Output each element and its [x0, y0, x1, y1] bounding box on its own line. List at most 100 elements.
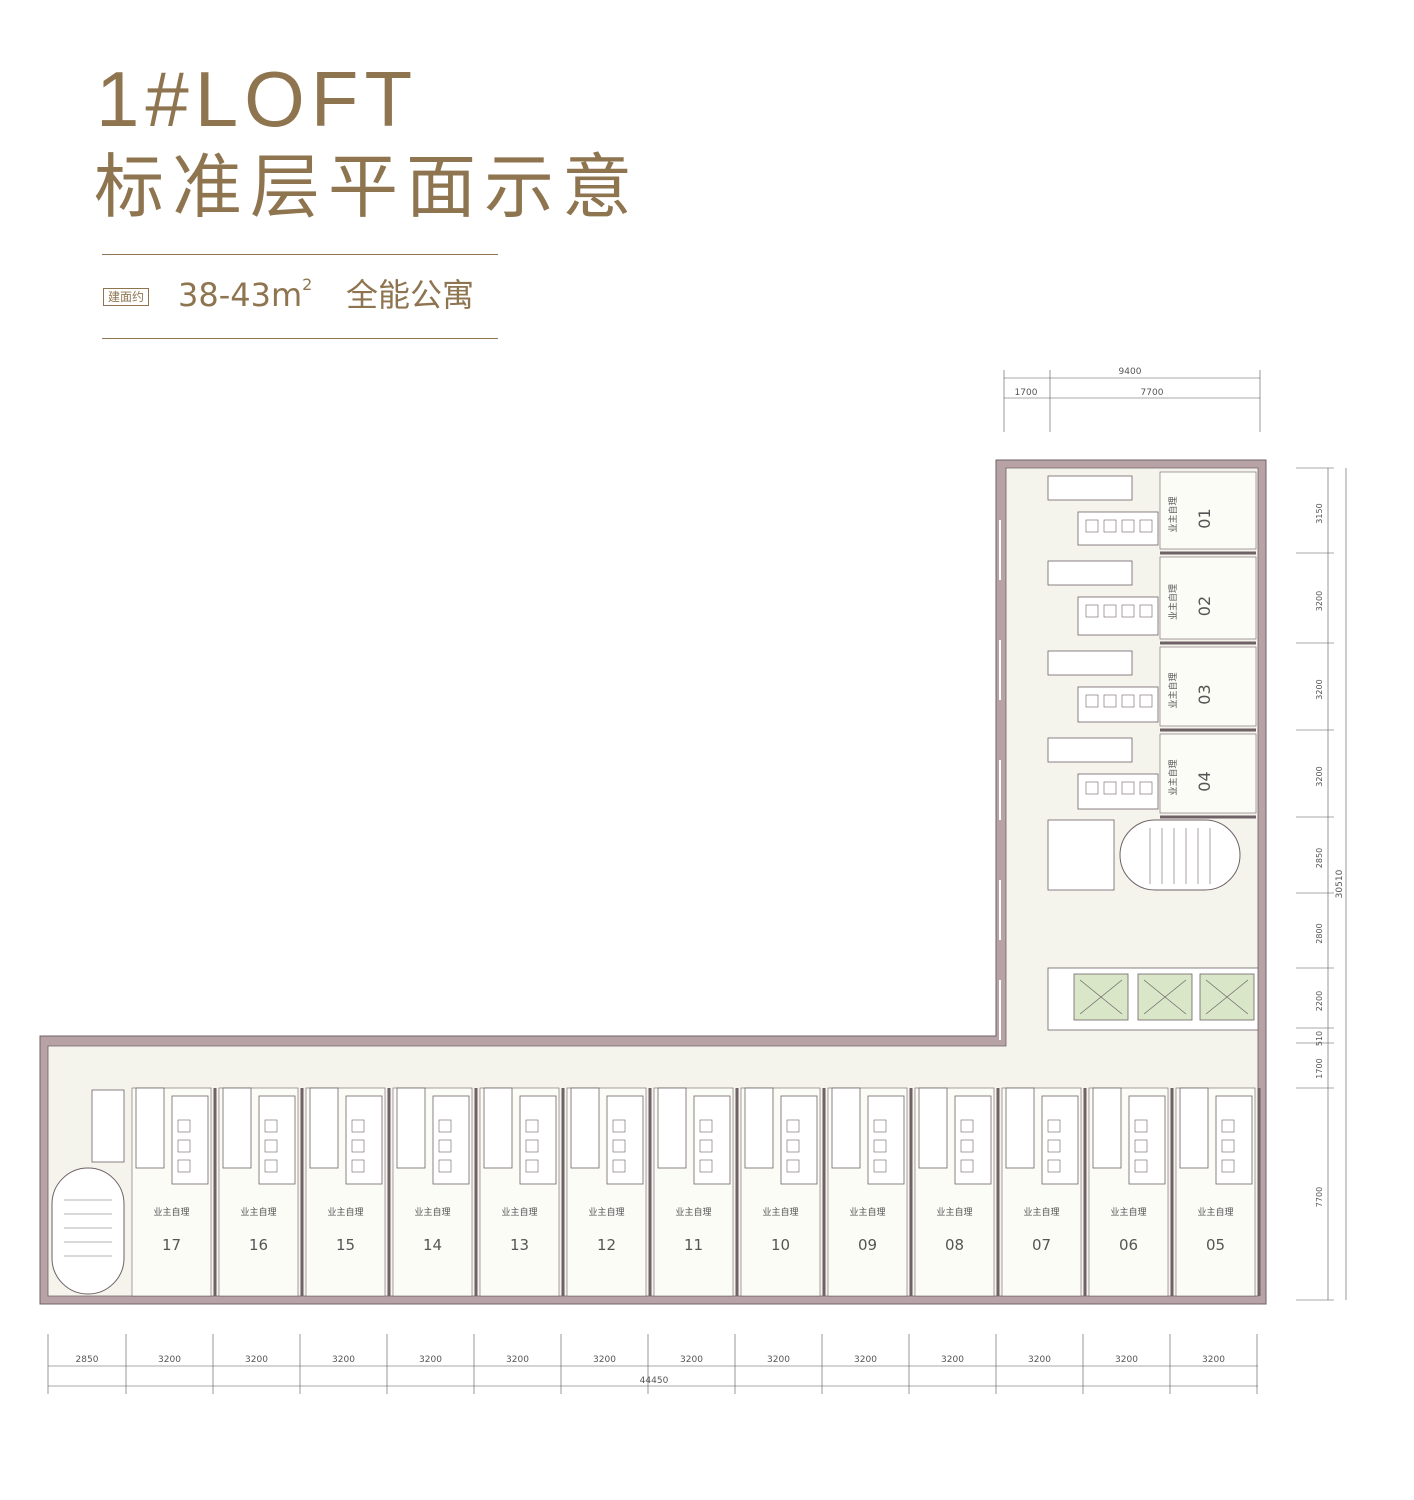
- unit-label-09: 09: [858, 1236, 877, 1254]
- unit-kitchen: [222, 1087, 252, 1169]
- fixture: [1085, 781, 1099, 795]
- owner-note: 业主自理: [849, 1206, 885, 1218]
- dim-bottom-9: 3200: [854, 1355, 877, 1365]
- dim-bottom-8: 3200: [767, 1355, 790, 1365]
- unit-kitchen: [831, 1087, 861, 1169]
- area-superscript: 2: [302, 275, 313, 294]
- fixture: [1221, 1139, 1235, 1153]
- fixture: [177, 1159, 191, 1173]
- dim-right-6: 2200: [1315, 991, 1324, 1011]
- fixture: [699, 1119, 713, 1133]
- dim-bottom-4: 3200: [419, 1355, 442, 1365]
- dim-bottom-13: 3200: [1202, 1355, 1225, 1365]
- unit-kitchen: [1047, 737, 1133, 763]
- unit-kitchen: [744, 1087, 774, 1169]
- dim-right-7: 510: [1315, 1031, 1324, 1046]
- unit-label-13: 13: [510, 1236, 529, 1254]
- fixture: [1121, 694, 1135, 708]
- unit-kitchen: [309, 1087, 339, 1169]
- title-divider-bottom: [102, 338, 498, 339]
- unit-kitchen: [1047, 650, 1133, 676]
- unit-kitchen: [1092, 1087, 1122, 1169]
- dim-bottom-7: 3200: [680, 1355, 703, 1365]
- area-value: 38-43m2: [178, 276, 312, 314]
- fixture: [264, 1119, 278, 1133]
- unit-kitchen: [570, 1087, 600, 1169]
- owner-note: 业主自理: [327, 1206, 363, 1218]
- unit-bathroom: [1077, 686, 1159, 723]
- fixture: [873, 1139, 887, 1153]
- elevator-car: [1073, 973, 1129, 1021]
- owner-note: 业主自理: [501, 1206, 537, 1218]
- unit-room: [1159, 646, 1257, 727]
- fixture: [1221, 1119, 1235, 1133]
- stair-east: [1119, 819, 1241, 891]
- fixture: [438, 1119, 452, 1133]
- fixture: [1103, 519, 1117, 533]
- owner-note: 业主自理: [1167, 584, 1179, 620]
- unit-label-04: 04: [1195, 771, 1214, 791]
- service-room: [1047, 819, 1115, 891]
- dim-bottom-6: 3200: [593, 1355, 616, 1365]
- plan-dimensions: [47, 370, 1347, 1394]
- elevator-cross: [1205, 979, 1249, 1015]
- fixture: [525, 1139, 539, 1153]
- fixture: [1085, 694, 1099, 708]
- fixture: [1139, 694, 1153, 708]
- fixture: [1134, 1159, 1148, 1173]
- fixture: [1139, 519, 1153, 533]
- owner-note: 业主自理: [1167, 672, 1179, 708]
- unit-label-01: 01: [1195, 508, 1214, 528]
- dim-bottom-12: 3200: [1115, 1355, 1138, 1365]
- fixture: [1134, 1119, 1148, 1133]
- unit-label-17: 17: [162, 1236, 181, 1254]
- owner-note: 业主自理: [1167, 496, 1179, 532]
- fixture: [1047, 1119, 1061, 1133]
- unit-label-10: 10: [771, 1236, 790, 1254]
- fixture: [786, 1159, 800, 1173]
- dim-bottom-0: 2850: [76, 1355, 99, 1365]
- fixture: [1103, 694, 1117, 708]
- unit-label-16: 16: [249, 1236, 268, 1254]
- unit-bathroom: [1077, 773, 1159, 810]
- unit-kitchen: [1047, 475, 1133, 501]
- unit-label-02: 02: [1195, 596, 1214, 616]
- fixture: [1134, 1139, 1148, 1153]
- owner-note: 业主自理: [1167, 759, 1179, 795]
- fixture: [786, 1139, 800, 1153]
- dim-right-2: 3200: [1315, 679, 1324, 699]
- dim-right-8: 1700: [1315, 1058, 1324, 1078]
- unit-kitchen: [396, 1087, 426, 1169]
- unit-label-14: 14: [423, 1236, 442, 1254]
- dim-right-4: 2850: [1315, 848, 1324, 868]
- fixture: [873, 1159, 887, 1173]
- fixture: [264, 1159, 278, 1173]
- dim-bottom-total: 44450: [640, 1376, 669, 1386]
- fixture: [351, 1159, 365, 1173]
- owner-note: 业主自理: [153, 1206, 189, 1218]
- dim-right-9: 7700: [1315, 1187, 1324, 1207]
- owner-note: 业主自理: [762, 1206, 798, 1218]
- service-room: [91, 1089, 125, 1163]
- fixture: [1103, 604, 1117, 618]
- title-divider-top: [102, 254, 498, 255]
- unit-kitchen: [1005, 1087, 1035, 1169]
- dim-bottom-10: 3200: [941, 1355, 964, 1365]
- unit-room: [1159, 733, 1257, 814]
- owner-note: 业主自理: [240, 1206, 276, 1218]
- unit-label-15: 15: [336, 1236, 355, 1254]
- area-value-text: 38-43m: [178, 276, 303, 314]
- unit-bathroom: [1077, 596, 1159, 636]
- area-tag: 建面约: [103, 288, 150, 306]
- unit-kitchen: [918, 1087, 948, 1169]
- fixture: [1221, 1159, 1235, 1173]
- fixture: [1139, 604, 1153, 618]
- fixture: [786, 1119, 800, 1133]
- owner-note: 业主自理: [675, 1206, 711, 1218]
- fixture: [1121, 604, 1135, 618]
- fixture: [438, 1139, 452, 1153]
- fixture: [1121, 519, 1135, 533]
- dim-right-3: 3200: [1315, 766, 1324, 786]
- unit-room: [1159, 556, 1257, 640]
